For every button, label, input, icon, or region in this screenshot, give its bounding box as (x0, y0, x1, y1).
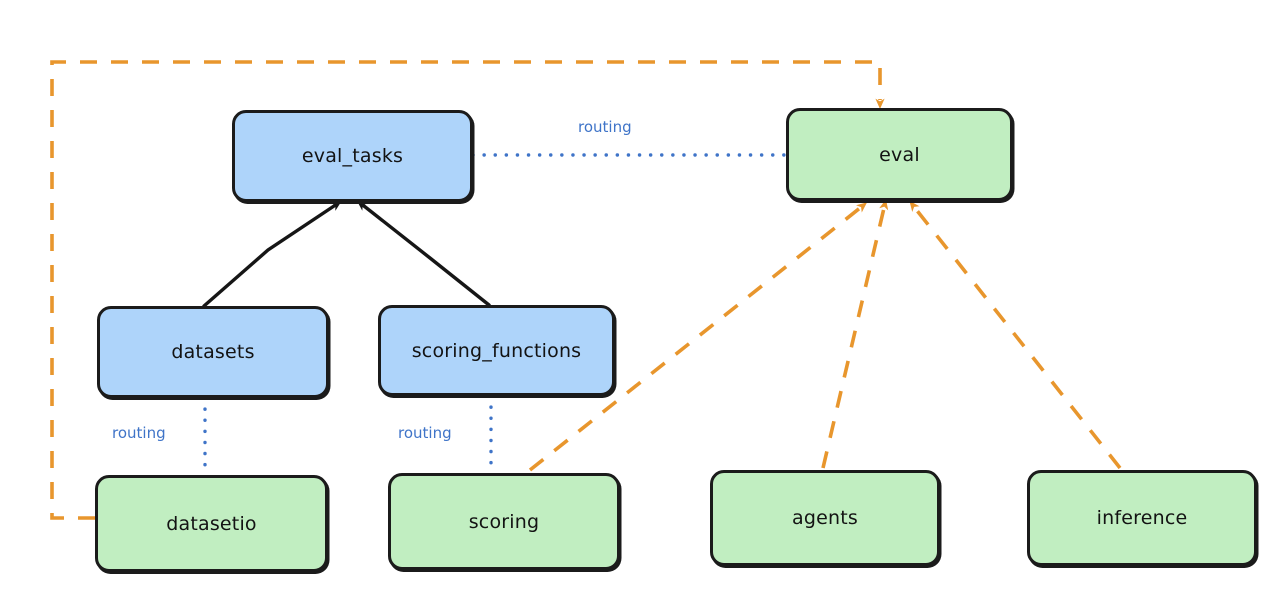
node-label-eval-tasks: eval_tasks (301, 145, 404, 167)
edge-scoring-functions-to-eval-tasks (356, 200, 491, 307)
node-eval-tasks[interactable]: eval_tasks (232, 110, 473, 202)
node-scoring-functions[interactable]: scoring_functions (378, 305, 615, 396)
node-agents[interactable]: agents (710, 470, 940, 566)
edge-label-routing-eval-tasks-eval: routing (578, 118, 632, 136)
node-inference[interactable]: inference (1027, 470, 1257, 566)
node-label-scoring-functions: scoring_functions (411, 339, 582, 362)
edge-label-routing-scoring-functions-scoring: routing (398, 424, 452, 442)
node-label-inference: inference (1096, 507, 1188, 529)
node-label-datasets: datasets (171, 341, 255, 363)
edge-datasets-to-eval-tasks (202, 200, 342, 308)
edge-inference-to-eval (909, 200, 1122, 470)
node-label-eval: eval (879, 143, 920, 166)
node-eval[interactable]: eval (786, 108, 1013, 201)
edge-agents-to-eval (821, 199, 889, 469)
node-label-scoring: scoring (468, 510, 540, 533)
node-datasets[interactable]: datasets (97, 306, 329, 398)
node-scoring[interactable]: scoring (388, 473, 620, 570)
node-datasetio[interactable]: datasetio (95, 475, 328, 572)
node-label-agents: agents (792, 507, 858, 529)
edge-label-routing-datasets-datasetio: routing (112, 424, 166, 442)
node-label-datasetio: datasetio (166, 512, 257, 535)
